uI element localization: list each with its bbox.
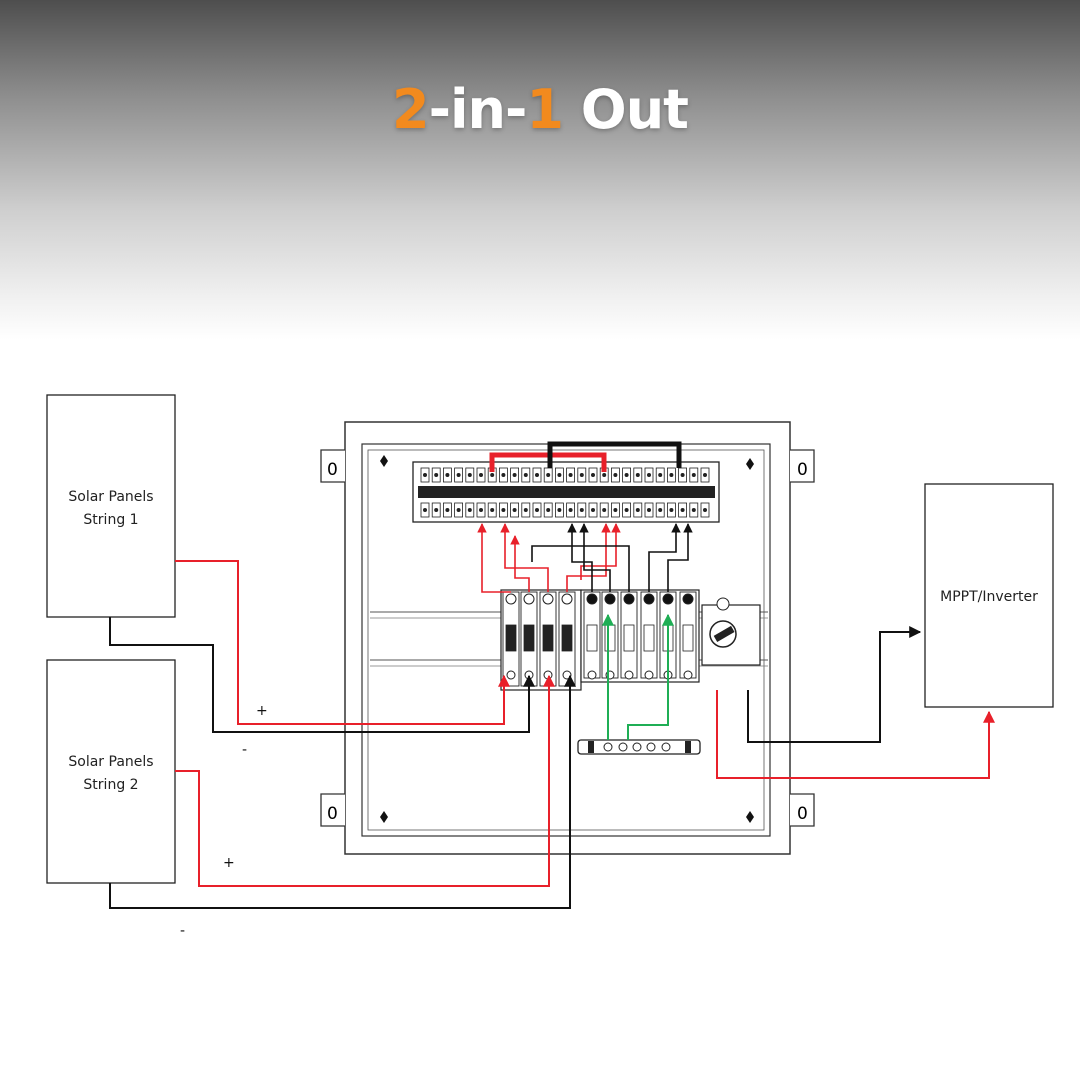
negative-bridge-jumper xyxy=(547,441,682,468)
internal-negative-wires xyxy=(531,523,693,592)
string-1-label-line2: String 1 xyxy=(83,512,138,528)
internal-positive-wires xyxy=(477,523,621,593)
header-banner: 2-in-1 Out xyxy=(0,0,1080,340)
mount-tab-top-right: 0 xyxy=(790,449,815,483)
solar-string-1-box: Solar Panels String 1 xyxy=(46,394,176,618)
inverter-box: MPPT/Inverter xyxy=(924,483,1054,708)
output-negative-wire xyxy=(747,626,922,743)
ground-bar xyxy=(577,739,701,755)
output-positive-wire xyxy=(716,690,995,779)
string-2-positive-sign: + xyxy=(223,855,235,871)
string-2-negative-wire xyxy=(109,674,576,909)
string-1-negative-sign: - xyxy=(242,742,247,758)
string-1-label-line1: Solar Panels xyxy=(68,489,153,505)
mount-tab-top-left: 0 xyxy=(320,449,345,483)
solar-string-2-box: Solar Panels String 2 xyxy=(46,659,176,884)
string-1-negative-wire xyxy=(109,617,535,733)
title-number-2: 2 xyxy=(392,78,430,141)
isolator-switch xyxy=(701,597,761,666)
title-text-in: -in- xyxy=(428,78,528,141)
ground-wire-2 xyxy=(627,613,674,740)
string-2-label-line1: Solar Panels xyxy=(68,754,153,770)
page-title: 2-in-1 Out xyxy=(0,78,1080,141)
svg-text:0: 0 xyxy=(797,804,808,824)
svg-text:0: 0 xyxy=(797,460,808,480)
wiring-diagram: Solar Panels String 1 Solar Panels Strin… xyxy=(46,394,1054,939)
string-1-positive-sign: + xyxy=(256,703,268,719)
string-2-label-line2: String 2 xyxy=(83,777,138,793)
fuse-breaker-row xyxy=(500,589,761,691)
mount-tab-bottom-left: 0 xyxy=(320,793,345,827)
mount-tab-bottom-right: 0 xyxy=(790,793,815,827)
inverter-label: MPPT/Inverter xyxy=(940,589,1038,605)
svg-text:0: 0 xyxy=(327,804,338,824)
terminal-block xyxy=(412,461,720,523)
svg-text:0: 0 xyxy=(327,460,338,480)
string-2-negative-sign: - xyxy=(180,923,185,939)
title-text-out: Out xyxy=(562,78,689,141)
string-2-positive-wire xyxy=(175,674,555,887)
title-number-1: 1 xyxy=(526,78,564,141)
string-1-positive-wire xyxy=(175,560,510,725)
